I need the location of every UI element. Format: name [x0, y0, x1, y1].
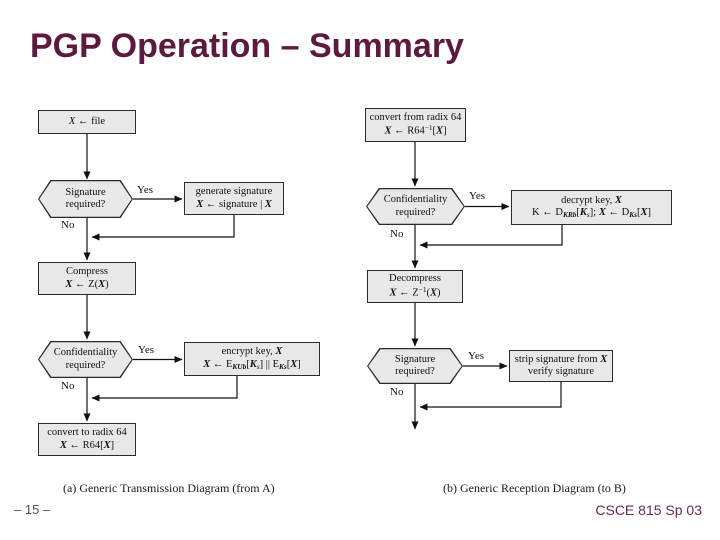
decision-signature-required-a: Signature required?: [38, 180, 133, 218]
decision-text: required?: [65, 199, 106, 210]
node-text: generate signature: [195, 186, 273, 198]
node-text: encrypt key, X: [221, 346, 283, 358]
decision-text: Confidentiality: [383, 194, 448, 206]
caption-transmission-diagram: (a) Generic Transmission Diagram (from A…: [63, 481, 275, 495]
node-text: convert from radix 64: [369, 111, 462, 123]
node-convert-from-radix64: convert from radix 64 X ← R64−1[X]: [365, 108, 466, 142]
connector-b-decrypt-merge: [419, 225, 563, 249]
node-decrypt-key: decrypt key, X K ← DKRb[Ks]; X ← DKs[X]: [511, 190, 672, 225]
node-file: X ← file: [38, 110, 136, 134]
label-no-confidentiality-a: No: [61, 380, 75, 392]
slide-title: PGP Operation – Summary: [30, 27, 464, 65]
decision-text: Confidentiality: [53, 347, 118, 359]
node-text: strip signature from X: [514, 353, 608, 365]
node-formula: X ← R64−1[X]: [384, 123, 447, 137]
connector-a-encrypt-merge: [91, 376, 238, 402]
course-label: CSCE 815 Sp 03: [595, 502, 702, 518]
node-formula: X ← R64[X]: [59, 439, 115, 451]
node-formula: X ← Z(X): [65, 278, 109, 290]
caption-reception-diagram: (b) Generic Reception Diagram (to B): [443, 481, 626, 495]
node-file-text: X ← file: [68, 115, 106, 127]
node-text: Compress: [66, 266, 108, 278]
node-text: verify signature: [527, 366, 595, 377]
label-no-signature-b: No: [390, 386, 404, 398]
decision-text: Signature: [394, 353, 436, 365]
label-yes-confidentiality-b: Yes: [469, 190, 486, 202]
decision-signature-required-b: Signature required?: [367, 348, 463, 384]
node-text: Decompress: [389, 273, 441, 285]
decision-text: Signature: [65, 186, 106, 198]
node-compress: Compress X ← Z(X): [38, 262, 136, 295]
page-number: – 15 –: [14, 502, 51, 517]
connector-a-generate-merge: [91, 215, 235, 241]
label-no-signature-a: No: [61, 219, 75, 231]
label-no-confidentiality-b: No: [390, 228, 404, 240]
label-yes-confidentiality-a: Yes: [138, 344, 155, 356]
label-yes-signature-a: Yes: [137, 184, 154, 196]
node-strip-signature: strip signature from X verify signature: [509, 350, 613, 382]
decision-text: required?: [395, 366, 435, 377]
decision-confidentiality-required-b: Confidentiality required?: [366, 188, 465, 225]
node-convert-to-radix64: convert to radix 64 X ← R64[X]: [38, 423, 136, 456]
node-text: decrypt key, X: [561, 194, 622, 206]
decision-text: required?: [395, 206, 436, 218]
node-formula: X ← Z−1(X): [389, 284, 441, 299]
node-decompress: Decompress X ← Z−1(X): [367, 270, 463, 303]
node-formula: X ← EKUb[Ks] || EKs[X]: [203, 358, 301, 371]
node-formula: K ← DKRb[Ks]; X ← DKs[X]: [532, 207, 651, 220]
decision-text: required?: [65, 359, 106, 371]
decision-confidentiality-required-a: Confidentiality required?: [38, 341, 133, 378]
node-text: convert to radix 64: [47, 427, 127, 439]
connector-b-strip-merge: [419, 382, 562, 411]
label-yes-signature-b: Yes: [468, 350, 485, 362]
node-encrypt-key: encrypt key, X X ← EKUb[Ks] || EKs[X]: [184, 342, 320, 376]
node-formula: X ← signature | X: [196, 198, 272, 210]
node-generate-signature: generate signature X ← signature | X: [184, 182, 284, 215]
